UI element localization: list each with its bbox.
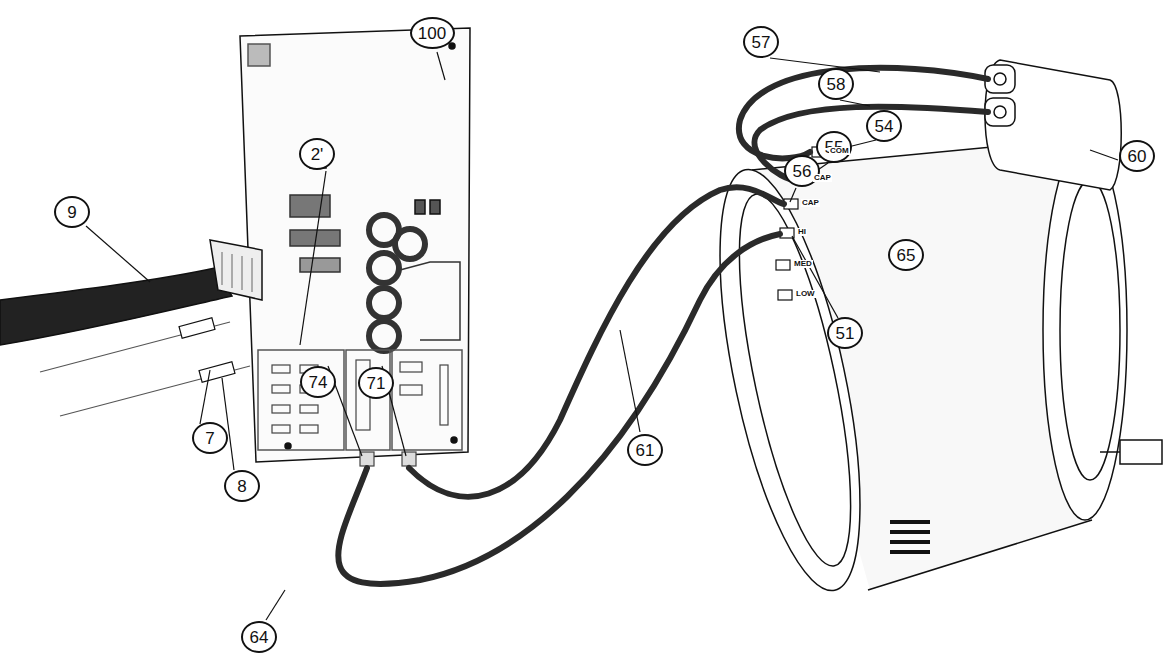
lead-wires bbox=[40, 318, 250, 416]
harness-plug bbox=[210, 240, 262, 300]
callout-number: 58 bbox=[818, 68, 854, 100]
callout-number: 60 bbox=[1119, 140, 1155, 172]
callout-number: 61 bbox=[627, 434, 663, 466]
callout-text: 7 bbox=[205, 430, 214, 447]
callout-text: 2' bbox=[311, 146, 324, 163]
terminal-label: HI bbox=[797, 228, 807, 236]
callout-text: 9 bbox=[67, 204, 76, 221]
callout-text: 51 bbox=[836, 325, 855, 342]
callout-text: 64 bbox=[250, 629, 269, 646]
callout-number: 57 bbox=[743, 26, 779, 58]
callout-text: 58 bbox=[827, 76, 846, 93]
callout-text: 57 bbox=[752, 34, 771, 51]
callout-text: 8 bbox=[237, 478, 246, 495]
callout-number: 54 bbox=[866, 110, 902, 142]
leader-lines bbox=[86, 52, 1118, 620]
callout-number: 56 bbox=[784, 155, 820, 187]
callout-text: 71 bbox=[367, 375, 386, 392]
callout-number: 8 bbox=[224, 470, 260, 502]
callout-text: 65 bbox=[897, 247, 916, 264]
wires bbox=[338, 68, 988, 584]
callout-number: 71 bbox=[358, 367, 394, 399]
wire-harness bbox=[0, 268, 232, 345]
callout-text: 60 bbox=[1128, 148, 1147, 165]
terminal-label: MED bbox=[793, 260, 813, 268]
terminal-label: CAP bbox=[801, 199, 820, 207]
callout-number: 7 bbox=[192, 422, 228, 454]
callout-number: 100 bbox=[410, 17, 455, 49]
callout-number: 9 bbox=[54, 196, 90, 228]
terminal-label: LOW bbox=[795, 290, 816, 298]
callout-text: 100 bbox=[418, 25, 446, 42]
capacitor bbox=[985, 60, 1121, 190]
callout-text: 74 bbox=[309, 374, 328, 391]
callout-number: 74 bbox=[300, 366, 336, 398]
callout-number: 64 bbox=[241, 621, 277, 653]
callout-number: 2' bbox=[299, 138, 335, 170]
terminal-label: COM bbox=[829, 147, 850, 155]
callout-text: 61 bbox=[636, 442, 655, 459]
motor bbox=[692, 140, 1162, 602]
circuit-board bbox=[240, 28, 470, 462]
callout-text: 56 bbox=[793, 163, 812, 180]
terminal-label: CAP bbox=[813, 174, 832, 182]
callout-text: 54 bbox=[875, 118, 894, 135]
callout-number: 51 bbox=[827, 317, 863, 349]
callout-number: 65 bbox=[888, 239, 924, 271]
